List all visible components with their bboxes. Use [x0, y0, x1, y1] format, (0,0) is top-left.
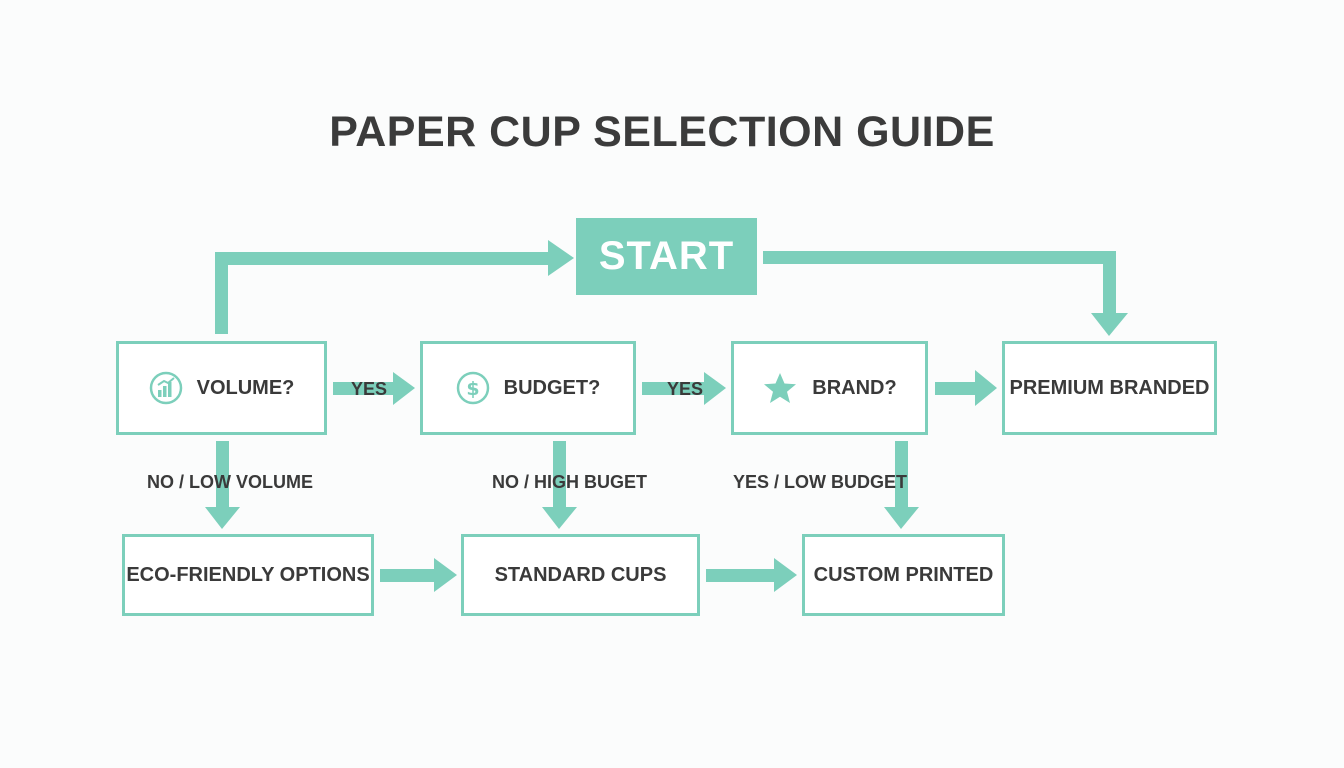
edge-label-volume-yes: YES — [351, 379, 388, 399]
edge-label-budget-yes: YES — [667, 379, 704, 399]
standard-cups-node: STANDARD CUPS — [461, 534, 700, 616]
star-icon — [762, 371, 798, 405]
brand-label: BRAND? — [812, 376, 897, 399]
bar-chart-icon — [149, 371, 183, 405]
volume-label: VOLUME? — [196, 376, 295, 399]
arrowhead-into-premium-side — [975, 370, 997, 406]
edge-label-brand-yes-low: YES / LOW BUDGET — [733, 472, 908, 492]
edge-volume-up — [215, 252, 228, 334]
eco-friendly-node: ECO-FRIENDLY OPTIONS — [122, 534, 374, 616]
edge-top-right — [763, 251, 1116, 264]
edge-eco-standard — [380, 569, 436, 582]
premium-branded-node: PREMIUM BRANDED — [1002, 341, 1217, 435]
edge-brand-premium — [935, 382, 977, 395]
edge-brand-custom — [895, 441, 908, 509]
arrowhead-into-start — [548, 240, 574, 276]
arrowhead-into-custom-side — [774, 558, 797, 592]
arrowhead-into-standard — [542, 507, 577, 529]
edge-top-left — [215, 252, 550, 265]
edge-volume-eco — [216, 441, 229, 509]
arrowhead-into-eco — [205, 507, 240, 529]
edge-volume-budget — [333, 382, 395, 395]
start-node: START — [576, 218, 757, 295]
custom-printed-node: CUSTOM PRINTED — [802, 534, 1005, 616]
edge-right-down — [1103, 251, 1116, 315]
arrowhead-into-premium — [1091, 313, 1128, 336]
budget-node: $ BUDGET? — [420, 341, 636, 435]
edge-label-volume-no: NO / LOW VOLUME — [147, 472, 313, 492]
budget-label: BUDGET? — [503, 376, 601, 399]
edge-budget-standard — [553, 441, 566, 509]
edge-label-budget-no: NO / HIGH BUGET — [492, 472, 648, 492]
arrowhead-into-custom — [884, 507, 919, 529]
arrowhead-into-brand — [704, 372, 726, 405]
edge-budget-brand — [642, 382, 706, 395]
brand-node: BRAND? — [731, 341, 928, 435]
edge-standard-custom — [706, 569, 776, 582]
volume-node: VOLUME? — [116, 341, 327, 435]
svg-text:$: $ — [466, 378, 479, 400]
dollar-icon: $ — [456, 371, 490, 405]
diagram-title: PAPER CUP SELECTION GUIDE — [329, 108, 995, 156]
arrowhead-into-budget — [393, 372, 415, 405]
arrowhead-into-standard-side — [434, 558, 457, 592]
